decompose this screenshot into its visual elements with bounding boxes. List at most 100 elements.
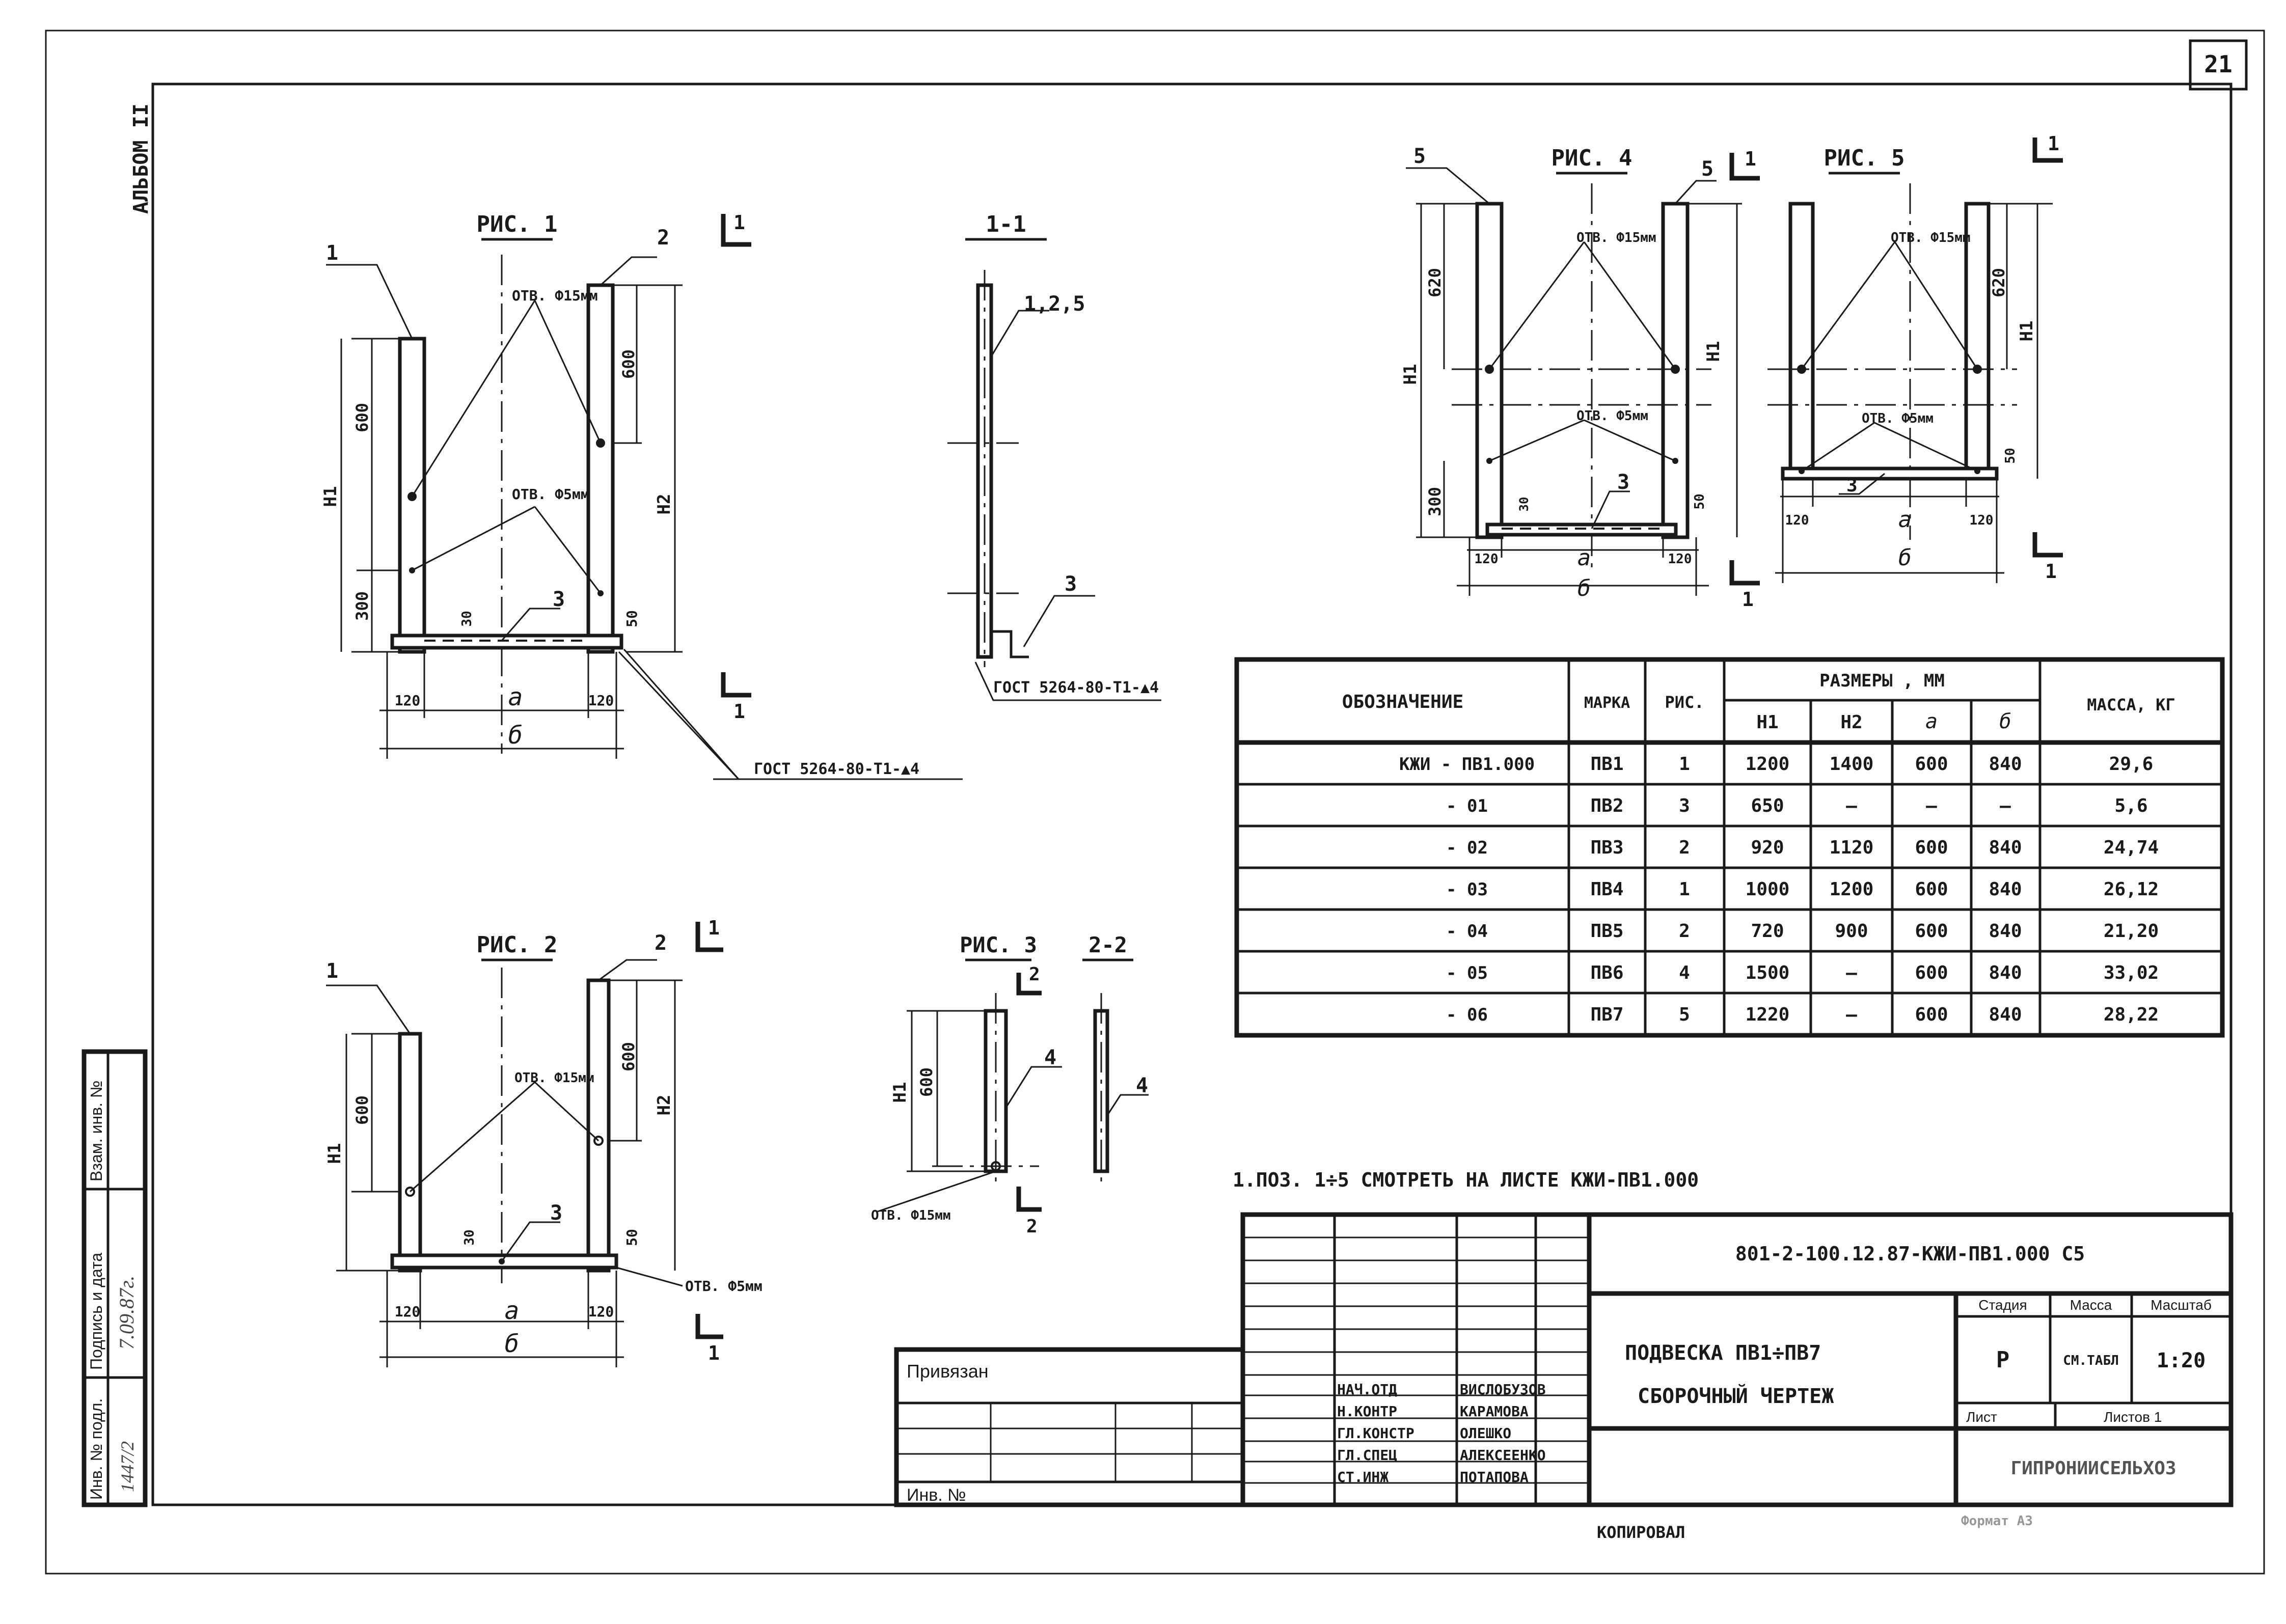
sec11-gost: ГОСТ 5264-80-Т1-▲4 (993, 679, 1159, 697)
fig2-d50: 50 (623, 1229, 640, 1246)
fig5-hole15: ОТВ. Ф15мм (1891, 230, 1971, 245)
table-cell: ПВ1 (1590, 754, 1623, 775)
th-mass: МАССА, КГ (2087, 695, 2175, 714)
table-cell: 600 (1915, 1004, 1948, 1025)
fig2-d120b: 120 (588, 1303, 614, 1320)
fig5-d120a: 120 (1785, 513, 1809, 528)
table-cell: 840 (1989, 962, 2022, 983)
fig3-cut-top: 2 (1029, 964, 1040, 985)
fig2-da: a (505, 1297, 520, 1325)
fig2-d120a: 120 (395, 1303, 421, 1320)
binding-block: Привязан Инв. № (894, 1347, 1245, 1507)
fig5-title: РИС. 5 (1824, 145, 1905, 171)
fig2-dh1: Н1 (324, 1143, 345, 1164)
tb-name: ОЛЕШКО (1460, 1425, 1511, 1442)
tb-bound: Привязан (907, 1361, 989, 1382)
fig1-d120a: 120 (395, 692, 421, 709)
fig4-d120a: 120 (1475, 552, 1499, 567)
fig4-pos3: 3 (1617, 471, 1629, 494)
table-cell: 720 (1751, 921, 1784, 942)
table-cell: 28,22 (2104, 1004, 2159, 1025)
fig3-dh1: Н1 (890, 1082, 910, 1103)
th-fig: РИС. (1665, 693, 1704, 712)
table-cell: 1 (1679, 879, 1690, 900)
th-h2: Н2 (1840, 712, 1862, 733)
table-cell: 4 (1679, 962, 1690, 983)
table-cell: ПВ7 (1590, 1004, 1623, 1025)
th-b: б (1999, 710, 2011, 733)
fig2-pos2: 2 (655, 931, 667, 955)
table-cell: 33,02 (2104, 962, 2159, 983)
table-cell: 26,12 (2104, 879, 2159, 900)
fig2-d600b: 600 (619, 1042, 638, 1071)
side-sign-date: Подпись и дата (87, 1253, 105, 1370)
tb-role: ГЛ.КОНСТР (1337, 1425, 1414, 1442)
fig1-pos3: 3 (553, 588, 565, 611)
th-designation: ОБОЗНАЧЕНИЕ (1342, 692, 1463, 712)
tb-mass-label: Масса (2070, 1297, 2112, 1313)
table-cell: - 06 (1446, 1005, 1488, 1025)
fig3-pos4a: 4 (1044, 1046, 1056, 1069)
table-cell: 600 (1915, 837, 1948, 858)
table-cell: 900 (1835, 921, 1868, 942)
fig3-pos4b: 4 (1136, 1074, 1148, 1097)
table-cell: ПВ3 (1590, 837, 1623, 858)
table-cell: ПВ4 (1590, 879, 1623, 900)
fig4-db: б (1577, 575, 1591, 601)
tb-copied: КОПИРОВАЛ (1597, 1523, 1685, 1542)
figure-5: РИС. 5 ОТВ. Ф15мм ОТВ. Ф5мм 3 620 Н1 50 … (1767, 132, 2063, 583)
table-cell: 3 (1679, 795, 1690, 816)
table-cell: 600 (1915, 921, 1948, 942)
th-a: a (1925, 710, 1938, 733)
tb-role: Н.КОНТР (1337, 1403, 1397, 1420)
table-cell: — (1926, 795, 1937, 816)
side-inv-val: 1447/2 (117, 1441, 138, 1492)
table-cell: - 02 (1446, 838, 1488, 858)
fig4-dh1b: Н1 (1703, 341, 1724, 362)
fig1-d50: 50 (623, 610, 640, 627)
fig1-gost: ГОСТ 5264-80-Т1-▲4 (754, 760, 919, 778)
fig4-da: a (1577, 545, 1591, 571)
fig1-dh2: Н2 (654, 494, 674, 515)
tb-scale-label: Масштаб (2151, 1297, 2212, 1313)
table-cell: 840 (1989, 1004, 2022, 1025)
table-cell: 840 (1989, 879, 2022, 900)
fig1-cut-top: 1 (733, 211, 745, 234)
tb-sheet-label: Лист (1966, 1409, 1997, 1425)
table-cell: 1200 (1830, 879, 1874, 900)
table-cell: ПВ5 (1590, 921, 1623, 942)
table-cell: 1000 (1746, 879, 1790, 900)
table-cell: 1 (1679, 754, 1690, 775)
fig1-bar-right (586, 283, 615, 654)
tb-mass: СМ.ТАБЛ (2063, 1353, 2119, 1368)
fig2-bar-left (398, 1032, 422, 1273)
tb-stage: Р (1996, 1347, 2010, 1373)
fig2-cut-bottom: 1 (708, 1342, 720, 1364)
table-cell: ПВ2 (1590, 795, 1623, 816)
table-cell: — (1846, 962, 1857, 983)
th-h1: Н1 (1756, 712, 1778, 733)
fig2-db: б (505, 1330, 520, 1358)
table-cell: 840 (1989, 921, 2022, 942)
table-cell: 1400 (1830, 754, 1874, 775)
fig4-title: РИС. 4 (1552, 145, 1632, 171)
tb-code: 801-2-100.12.87-КЖИ-ПВ1.000 С5 (1735, 1243, 2085, 1265)
fig1-hole5: ОТВ. Ф5мм (512, 486, 589, 503)
table-cell: 29,6 (2109, 754, 2154, 775)
fig1-d30: 30 (459, 611, 475, 626)
fig4-cut-top: 1 (1745, 148, 1756, 170)
fig1-d300: 300 (352, 591, 372, 621)
tb-inv: Инв. № (907, 1485, 966, 1505)
table-cell: 2 (1679, 921, 1690, 942)
fig5-bar-left (1788, 202, 1815, 481)
fig3-sec: 2-2 (1088, 932, 1127, 957)
fig1-title: РИС. 1 (477, 211, 558, 237)
table-cell: 600 (1915, 754, 1948, 775)
fig5-d50: 50 (2003, 448, 2018, 463)
fig4-dh1a: Н1 (1400, 364, 1421, 385)
fig1-dh1: Н1 (320, 486, 341, 507)
tb-format: Формат А3 (1961, 1513, 2033, 1529)
figure-3: РИС. 3 2-2 600 Н1 4 4 ОТВ. Ф15мм 2 2 (871, 932, 1149, 1237)
fig2-hole15: ОТВ. Ф15мм (514, 1070, 594, 1086)
